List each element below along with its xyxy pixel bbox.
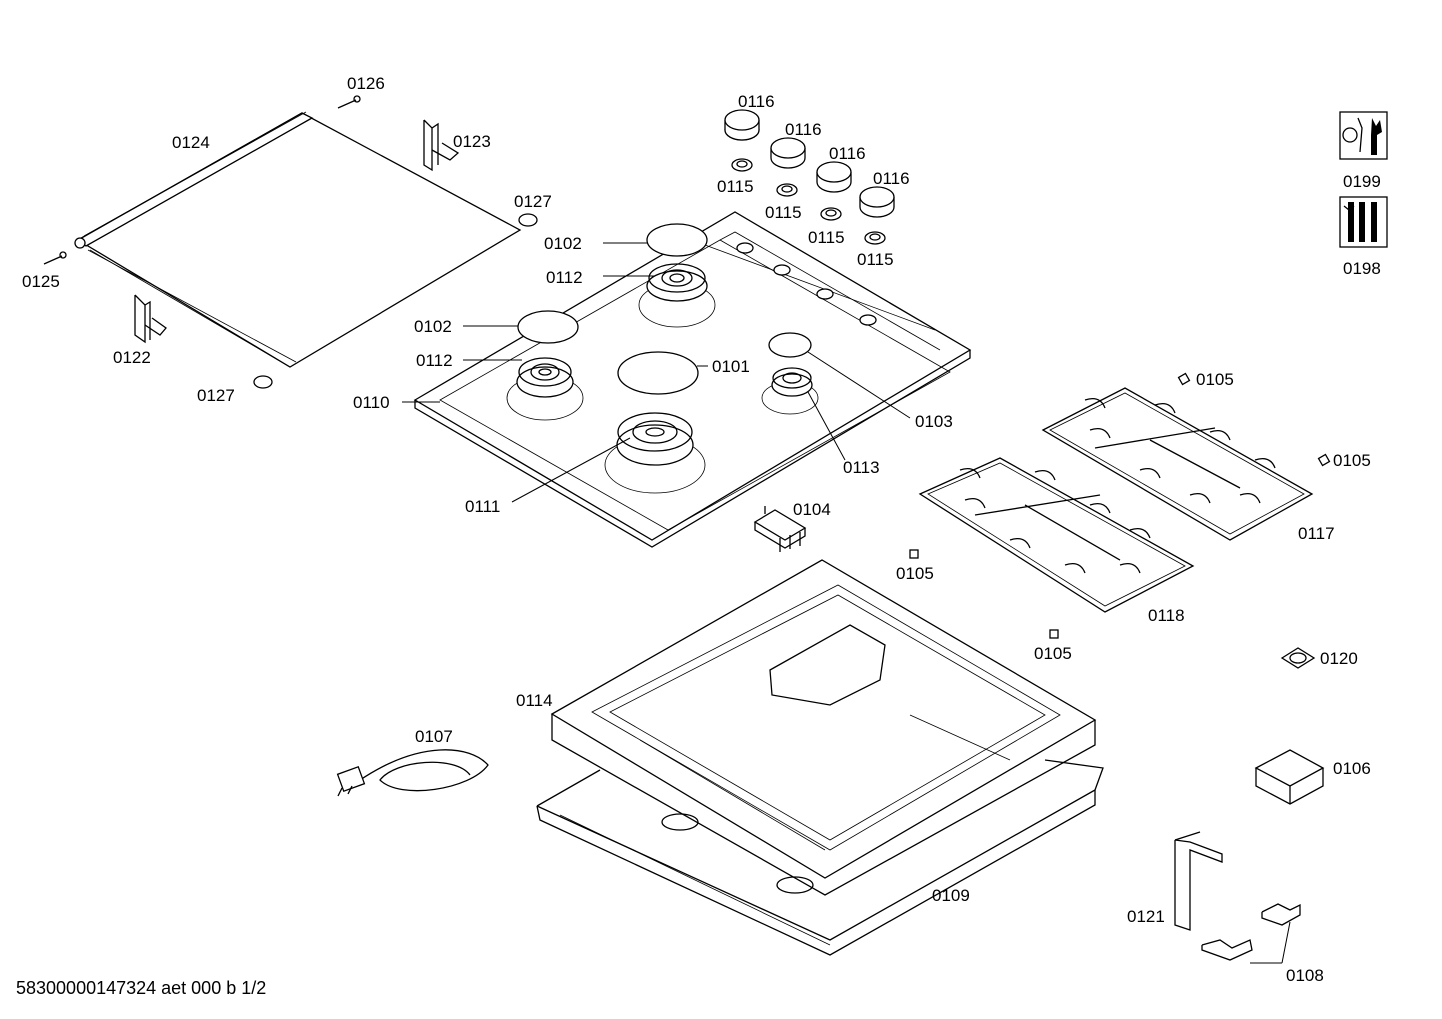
label-0125: 0125	[22, 272, 60, 291]
pan-support-0117[interactable]	[1041, 387, 1314, 541]
label-0118: 0118	[1148, 606, 1185, 625]
rubber-buffer-icon	[253, 213, 538, 389]
label-0103: 0103	[915, 412, 953, 431]
label-0112-rear: 0112	[546, 268, 583, 287]
power-cable-icon	[336, 749, 489, 797]
wrench-tool-icon	[1339, 111, 1388, 160]
base-tray[interactable]	[536, 759, 1104, 956]
screw-icon	[337, 95, 361, 109]
control-knob-icon[interactable]	[724, 109, 760, 141]
glass-cover[interactable]	[74, 111, 522, 368]
label-0110: 0110	[353, 393, 390, 412]
hinge-icon	[134, 294, 167, 344]
pan-support-0118[interactable]	[918, 457, 1195, 613]
control-knob-icon[interactable]	[770, 137, 806, 169]
control-knob-icon[interactable]	[859, 186, 895, 218]
burner-cap-0101[interactable]	[617, 351, 699, 395]
label-0120: 0120	[1320, 649, 1358, 668]
burner-0112-left[interactable]	[506, 357, 584, 421]
label-0105-4: 0105	[1034, 644, 1072, 663]
label-0111: 0111	[465, 497, 500, 516]
label-0107: 0107	[415, 727, 453, 746]
label-0199: 0199	[1343, 172, 1381, 191]
label-0104: 0104	[793, 500, 831, 519]
label-0122: 0122	[113, 348, 151, 367]
cover-box-0106-icon[interactable]	[1254, 749, 1325, 805]
label-0113: 0113	[843, 458, 880, 477]
label-0116-4: 0116	[873, 169, 910, 188]
burner-0113-small[interactable]	[761, 367, 819, 415]
burner-0112-rear[interactable]	[638, 263, 716, 328]
clip-0108-icon	[1201, 903, 1301, 961]
label-0116-2: 0116	[785, 120, 822, 139]
knob-holes	[736, 242, 877, 326]
label-0116-3: 0116	[829, 144, 866, 163]
label-0115-2: 0115	[765, 203, 802, 222]
burner-cap-0102-left[interactable]	[517, 310, 579, 344]
label-0109: 0109	[932, 886, 970, 905]
burner-cap-0102-rear[interactable]	[646, 223, 708, 257]
part-labels: 0126 0124 0123 0127 0125 0122 0127 0116 …	[22, 74, 1381, 985]
label-0112-left: 0112	[416, 351, 453, 370]
label-0124: 0124	[172, 133, 210, 152]
burner-cap-0103[interactable]	[768, 332, 812, 358]
label-0123: 0123	[453, 132, 491, 151]
label-0117: 0117	[1298, 524, 1335, 543]
leader-lines	[402, 242, 1291, 964]
ignition-block-icon	[753, 506, 807, 552]
label-0198: 0198	[1343, 259, 1381, 278]
gasket-0120-icon	[1280, 647, 1316, 669]
label-0108: 0108	[1286, 966, 1324, 985]
label-0115-4: 0115	[857, 250, 894, 269]
screwdriver-set-icon	[1339, 196, 1388, 248]
label-0105-3: 0105	[896, 564, 934, 583]
drawing-number: 58300000147324 aet 000 b 1/2	[16, 978, 267, 998]
label-0126: 0126	[347, 74, 385, 93]
rubber-foot-icon	[909, 372, 1331, 639]
label-0121: 0121	[1127, 907, 1165, 926]
bracket-0121-icon	[1174, 831, 1223, 931]
label-0114: 0114	[516, 691, 553, 710]
label-0127-top: 0127	[514, 192, 552, 211]
label-0102-left: 0102	[414, 317, 452, 336]
label-0115-3: 0115	[808, 228, 845, 247]
knob-ring-icon	[731, 158, 886, 245]
label-0102-rear: 0102	[544, 234, 582, 253]
control-knob-icon[interactable]	[816, 161, 852, 193]
burner-0111-wok[interactable]	[604, 412, 706, 494]
label-0116-1: 0116	[738, 92, 775, 111]
hinge-icon	[423, 119, 460, 172]
hob-frame[interactable]	[550, 559, 1097, 896]
label-0101: 0101	[712, 357, 750, 376]
screw-icon	[43, 251, 67, 265]
label-0105-2: 0105	[1333, 451, 1371, 470]
label-0127-bottom: 0127	[197, 386, 235, 405]
label-0115-1: 0115	[717, 177, 754, 196]
label-0105-1: 0105	[1196, 370, 1234, 389]
label-0106: 0106	[1333, 759, 1371, 778]
